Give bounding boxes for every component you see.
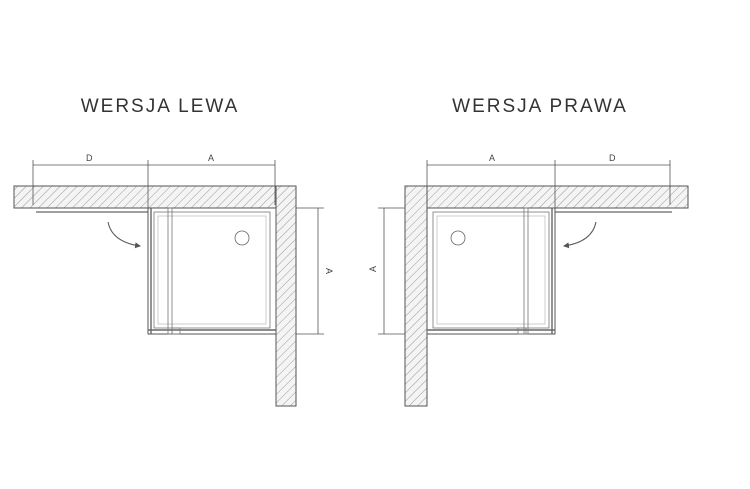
title-right-version: WERSJA PRAWA xyxy=(452,96,628,117)
right-post xyxy=(523,207,529,335)
left-door-swing-arrow xyxy=(107,221,141,249)
right-door-swing-arrow xyxy=(563,221,597,249)
left-wall-side xyxy=(275,185,297,407)
left-shower-tray-inner xyxy=(153,211,271,329)
title-left-version: WERSJA LEWA xyxy=(80,96,240,117)
right-shower-tray-inner xyxy=(432,211,550,329)
left-version-diagram: D A A xyxy=(13,153,334,407)
right-wall-side xyxy=(404,185,428,407)
right-dim-door-label: D xyxy=(609,153,616,163)
left-dim-door-label: D xyxy=(86,153,93,163)
left-shower-tray-outer xyxy=(147,207,277,335)
right-shower-tray-inner2 xyxy=(436,215,546,325)
left-dim-depth-label: A xyxy=(324,268,334,274)
right-shower-tray-outer xyxy=(426,207,556,335)
left-wall-top xyxy=(13,185,297,209)
right-drain xyxy=(450,230,466,246)
right-post-bottom xyxy=(517,327,527,335)
right-wall-top xyxy=(404,185,689,209)
right-dim-width-label: A xyxy=(489,153,495,163)
left-drain xyxy=(234,230,250,246)
left-post-bottom xyxy=(171,327,181,335)
left-dim-width-label: A xyxy=(208,153,214,163)
right-dim-depth-label: A xyxy=(368,266,378,272)
left-shower-tray-inner2 xyxy=(157,215,267,325)
left-post xyxy=(167,207,173,335)
right-version-diagram: A D A xyxy=(368,153,689,407)
